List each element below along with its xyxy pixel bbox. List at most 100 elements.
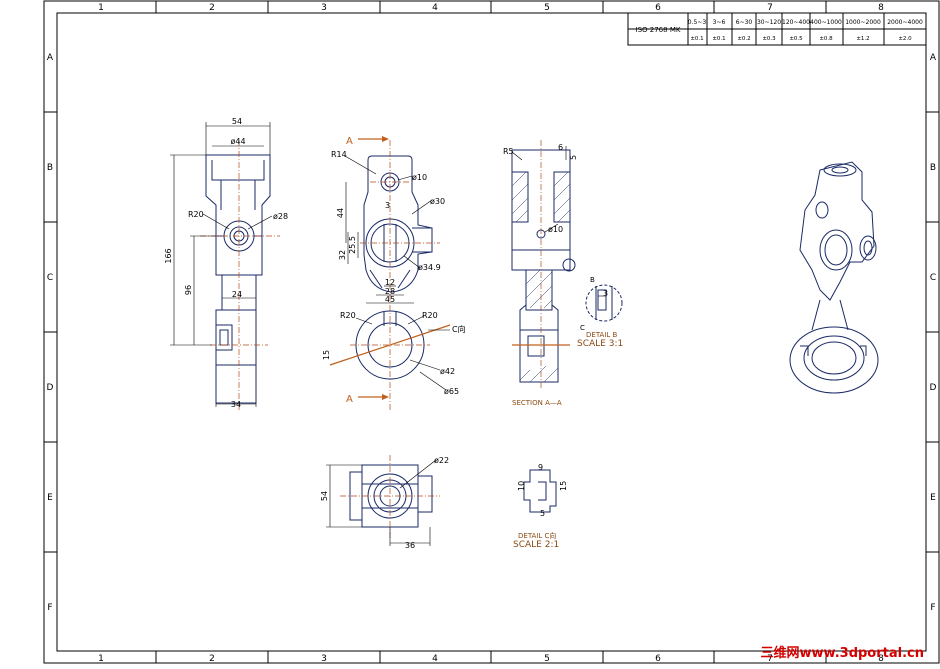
range-3: 6~30 [736,19,753,26]
detail-b-title: DETAIL B [586,331,618,339]
dim-32: 32 [338,250,347,260]
zone-bottom-5: 5 [544,654,550,664]
zone-top-1: 1 [98,3,104,13]
detail-b-scale: SCALE 3:1 [577,339,623,349]
tolerance-table: ISO 2768 MK 0.5~3 3~6 6~30 30~120 120~40… [627,12,927,46]
tol-8: ±2.0 [898,36,912,42]
range-4: 30~120 [757,19,781,26]
zone-side-d: D [47,383,54,393]
section-view-dims: R5 6 5 ø10 SECTION A—A [503,143,578,407]
range-1: 0.5~3 [688,19,707,26]
zone-side-b-right: B [930,163,936,173]
dim-44: 44 [336,208,345,218]
clamp-view [329,310,451,380]
range-2: 3~6 [713,19,726,26]
watermark-text: 三维网www.3dportal.cn [761,645,924,661]
front-view: A A [346,136,440,410]
dim-6: 6 [558,143,563,152]
zone-top-7: 7 [767,3,773,13]
dim-34: 34 [231,400,241,409]
dim-r20: R20 [188,210,204,219]
detail-c: 9 10 15 5 DETAIL C向 SCALE 2:1 [513,463,568,550]
dim-54-bottom: 54 [320,491,329,501]
dim-3: 3 [385,201,390,210]
zone-bottom-3: 3 [321,654,327,664]
dim-phi30: ø30 [430,197,445,206]
tol-4: ±0.3 [762,36,776,42]
zone-side-e: E [47,493,53,503]
zone-side-c: C [47,273,53,283]
zone-bottom-6: 6 [655,654,661,664]
dim-5-detail: 5 [540,509,545,518]
tol-3: ±0.2 [737,36,750,42]
zone-side-a: A [47,53,54,63]
dim-24: 24 [232,290,242,299]
watermark: 三维网www.3dportal.cn [761,645,924,661]
dim-3-detail: 3 [603,289,608,298]
left-view-dims: 54 ø44 R20 ø28 166 96 24 34 [164,117,288,409]
tol-5: ±0.5 [789,36,803,42]
dim-r5: R5 [503,147,514,156]
view-c-label: C向 [452,324,466,334]
zone-side-f: F [47,603,52,613]
dim-phi34-9: ø34.9 [418,263,441,272]
zone-top-2: 2 [209,3,215,13]
dim-phi10: ø10 [412,173,427,182]
detail-b: B C 3 DETAIL B SCALE 3:1 [577,276,623,349]
dim-phi28: ø28 [273,212,288,221]
dim-phi10-section: ø10 [548,225,563,234]
range-8: 2000~4000 [887,19,923,26]
zone-bottom-4: 4 [432,654,438,664]
dim-166: 166 [164,248,173,263]
dim-36: 36 [405,541,415,550]
section-marker-a-bottom: A [346,394,353,405]
tol-7: ±1.2 [856,36,869,42]
detail-c-title: DETAIL C向 [518,531,556,540]
zone-side-c-right: C [930,273,936,283]
zone-top-6: 6 [655,3,661,13]
zone-labels: 1 2 3 4 5 6 7 8 1 2 3 4 5 6 7 8 A B C D … [47,3,937,664]
dim-r20-left: R20 [340,311,356,320]
zone-side-f-right: F [930,603,935,613]
front-view-dims: R14 ø10 ø30 44 3 25.5 32 ø34.9 12 28 45 [331,150,445,304]
zone-top-3: 3 [321,3,327,13]
dim-15-detail: 15 [559,481,568,491]
dim-10: 10 [517,481,526,491]
tol-2: ±0.1 [712,36,725,42]
zone-top-4: 4 [432,3,438,13]
dim-12: 12 [385,278,395,287]
section-label: SECTION A—A [512,399,562,407]
zone-bottom-1: 1 [98,654,104,664]
tol-6: ±0.8 [819,36,833,42]
dim-54: 54 [232,117,242,126]
dim-45: 45 [385,295,395,304]
dim-5-section: 5 [569,155,578,160]
dim-25-5: 25.5 [348,236,357,254]
detail-c-marker: C [580,324,585,332]
bottom-view-dims: ø22 54 36 [320,456,449,550]
detail-c-scale: SCALE 2:1 [513,540,559,550]
zone-bottom-2: 2 [209,654,215,664]
left-view [200,140,280,410]
range-7: 1000~2000 [845,19,881,26]
dim-9: 9 [538,463,543,472]
dim-r14: R14 [331,150,347,159]
dim-phi42: ø42 [440,367,455,376]
tol-1: ±0.1 [690,36,703,42]
dim-phi22: ø22 [434,456,449,465]
isometric-view [789,161,879,394]
tolerance-standard: ISO 2768 MK [636,26,681,34]
zone-side-d-right: D [930,383,937,393]
zone-side-a-right: A [930,53,937,63]
zone-side-e-right: E [930,493,936,503]
range-5: 120~400 [782,19,810,26]
detail-b-marker: B [590,276,595,284]
dim-15: 15 [322,350,331,360]
zone-side-b: B [47,163,53,173]
dim-r20-right: R20 [422,311,438,320]
section-view [511,140,576,390]
sheet-frame [43,0,940,664]
zone-bottom-7: 7 [767,654,773,664]
